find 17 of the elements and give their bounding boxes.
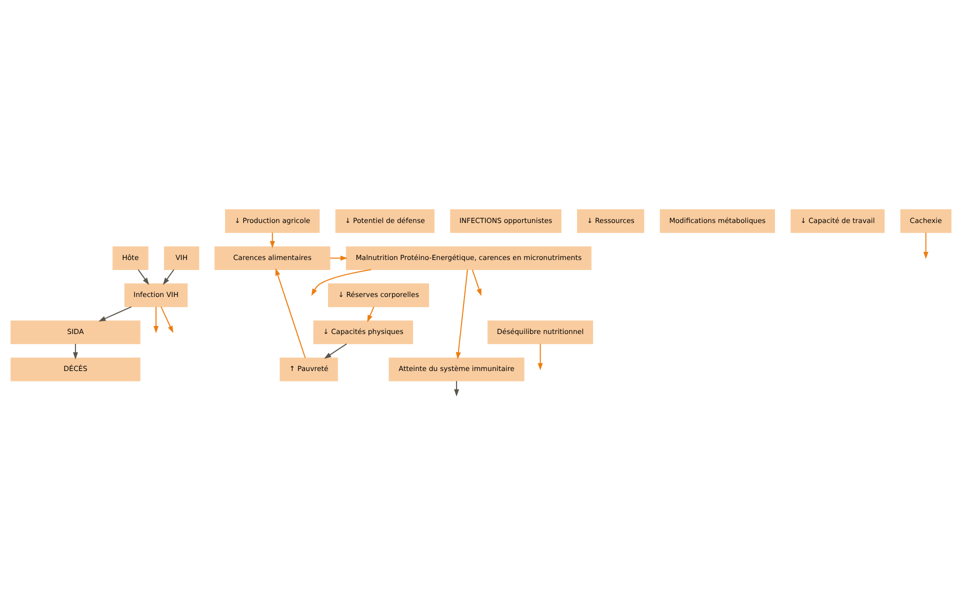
arrow xyxy=(72,343,78,359)
arrow xyxy=(275,268,306,358)
arrow xyxy=(154,306,159,333)
arrow xyxy=(367,306,374,322)
arrow xyxy=(923,232,928,259)
arrow xyxy=(311,268,372,296)
arrow xyxy=(160,306,174,333)
arrow xyxy=(270,232,275,248)
arrow xyxy=(98,306,132,321)
arrow xyxy=(324,342,347,358)
arrow xyxy=(456,269,468,359)
arrow xyxy=(330,255,348,260)
arrow xyxy=(454,380,460,396)
arrow xyxy=(472,269,482,296)
arrow xyxy=(138,268,150,284)
arrow xyxy=(162,268,174,284)
arrow xyxy=(538,343,543,370)
